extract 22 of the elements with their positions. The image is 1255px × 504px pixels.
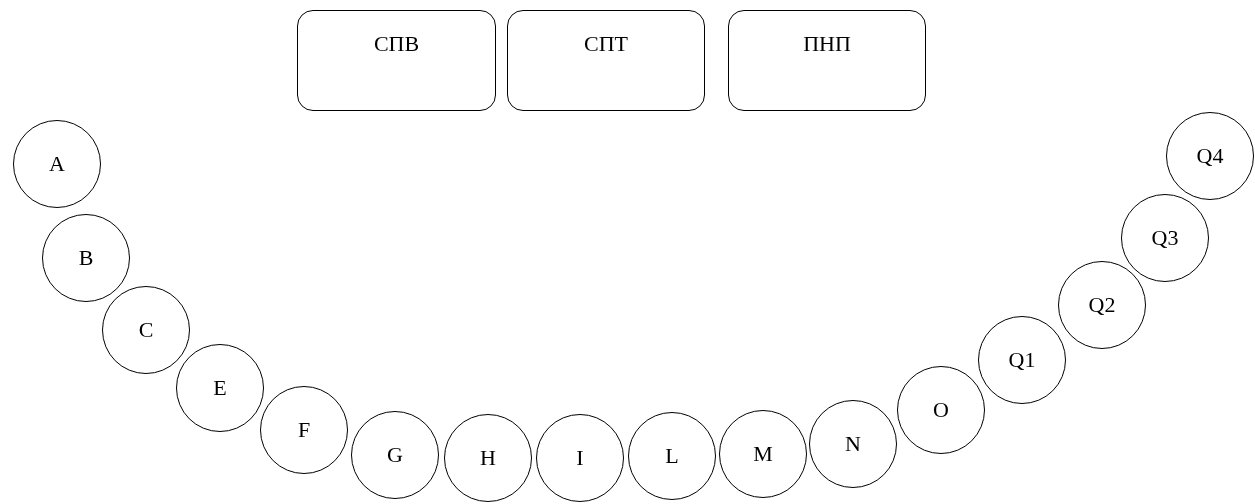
node-label: Q1 xyxy=(1008,347,1036,373)
node-label: Q4 xyxy=(1196,143,1224,169)
node-label: G xyxy=(387,442,403,468)
node-label: СПТ xyxy=(584,31,628,57)
node-label: I xyxy=(576,445,584,471)
rounded-box xyxy=(728,10,926,111)
node-label: Q3 xyxy=(1151,225,1179,251)
node-label: ПНП xyxy=(803,31,851,57)
node-label: H xyxy=(480,445,496,471)
rounded-box xyxy=(507,10,705,111)
node-label: СПВ xyxy=(373,31,420,57)
node-label: M xyxy=(753,441,773,467)
node-label: O xyxy=(933,397,949,423)
node-label: A xyxy=(49,151,65,177)
node-label: B xyxy=(78,245,94,271)
rounded-box xyxy=(297,10,496,111)
node-label: C xyxy=(138,317,154,343)
node-label: L xyxy=(665,443,679,469)
node-label: Q2 xyxy=(1088,292,1116,318)
node-label: E xyxy=(213,375,227,401)
node-label: N xyxy=(845,431,861,457)
node-label: F xyxy=(297,417,311,443)
